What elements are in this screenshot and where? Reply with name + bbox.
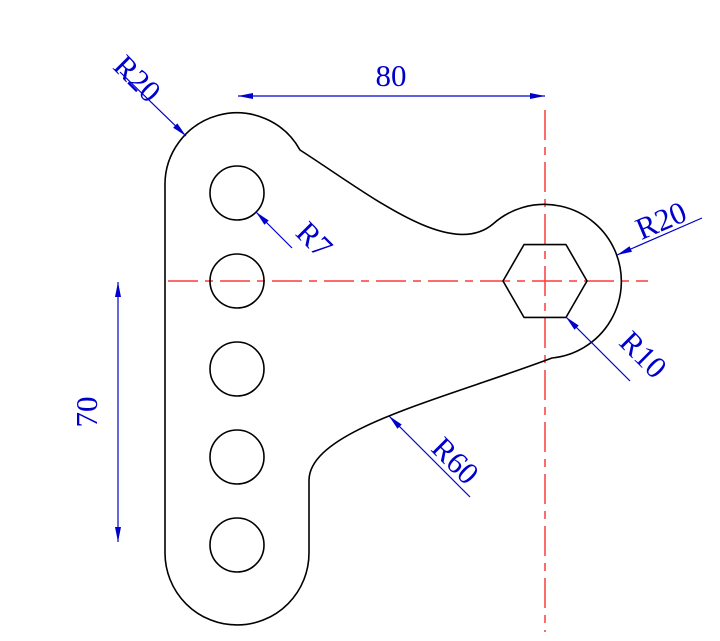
part-outline bbox=[164, 112, 623, 626]
hole-circle-5 bbox=[209, 517, 265, 573]
hole-circle-1 bbox=[209, 165, 265, 221]
leader-r20-left bbox=[119, 71, 187, 137]
dim-label-80: 80 bbox=[376, 58, 407, 93]
leader-r10 bbox=[565, 316, 631, 382]
dim-label-r20-left: R20 bbox=[107, 48, 168, 109]
dim-label-r60: R60 bbox=[425, 430, 486, 491]
centerlines bbox=[168, 110, 648, 632]
dim-label-r7: R7 bbox=[289, 214, 339, 264]
dimensions: 80 70 R20 R7 R20 R10 R60 bbox=[69, 48, 703, 542]
leader-r60 bbox=[388, 415, 471, 498]
dim-label-r10: R10 bbox=[613, 324, 674, 385]
hole-circle-4 bbox=[209, 429, 265, 485]
leader-r7 bbox=[255, 211, 293, 249]
leader-r20-right bbox=[616, 217, 703, 256]
hole-circle-2 bbox=[209, 253, 265, 309]
part-geometry bbox=[164, 112, 623, 626]
dim-label-70: 70 bbox=[69, 397, 104, 428]
hole-circle-3 bbox=[209, 341, 265, 397]
dim-label-r20-right: R20 bbox=[630, 194, 691, 246]
